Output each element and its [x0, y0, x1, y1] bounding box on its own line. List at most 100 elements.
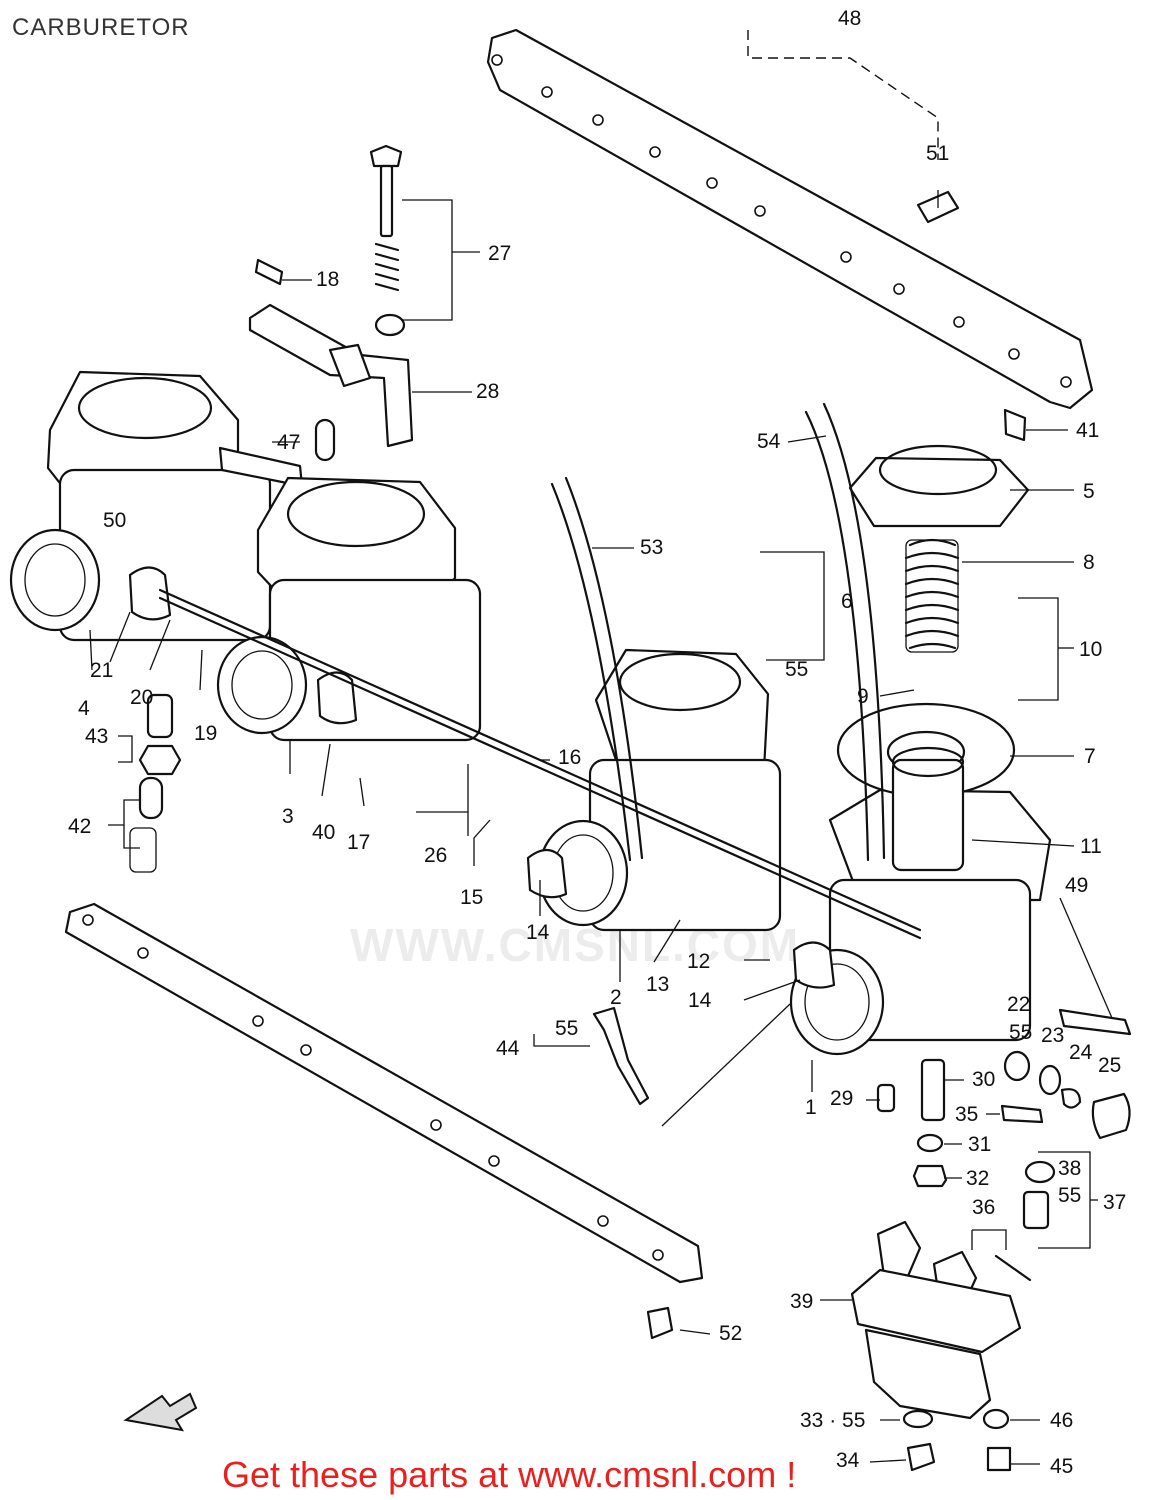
callout-55-d: 55 — [1058, 1184, 1082, 1207]
callout-27: 27 — [488, 242, 512, 265]
callout-20: 20 — [130, 686, 154, 709]
callout-46: 46 — [1050, 1409, 1074, 1432]
callout-50: 50 — [103, 509, 127, 532]
callout-14-a: 14 — [526, 921, 550, 944]
callout-47: 47 — [277, 431, 301, 454]
callout-55-b: 55 — [1009, 1021, 1033, 1044]
valve-37 — [1022, 1190, 1050, 1230]
callout-30: 30 — [972, 1068, 996, 1091]
callout-16: 16 — [558, 746, 582, 769]
callout-14-b: 14 — [688, 989, 712, 1012]
callout-44: 44 — [496, 1037, 520, 1060]
callout-40: 40 — [312, 821, 336, 844]
callout-12: 12 — [687, 950, 711, 973]
callout-15: 15 — [460, 886, 484, 909]
callout-48: 48 — [838, 7, 862, 30]
carburetor-body-3 — [216, 476, 482, 742]
nut-32 — [912, 1164, 948, 1188]
callout-23: 23 — [1041, 1024, 1065, 1047]
vent-hose-53 — [550, 482, 632, 862]
callout-17: 17 — [347, 831, 371, 854]
get-parts-link[interactable]: Get these parts at www.cmsnl.com ! — [222, 1454, 797, 1495]
callout-33-55: 33 · 55 — [800, 1409, 866, 1432]
callout-24: 24 — [1069, 1041, 1093, 1064]
screw-49 — [1058, 1008, 1132, 1036]
fwd-arrow — [123, 1392, 198, 1432]
jet-30 — [920, 1058, 946, 1122]
throttle-cable-bracket — [248, 303, 414, 448]
washer-23 — [1038, 1064, 1062, 1096]
pin-47 — [314, 418, 336, 462]
callout-9: 9 — [857, 685, 869, 708]
callout-28: 28 — [476, 380, 500, 403]
callout-22: 22 — [1007, 993, 1031, 1016]
float-bowl-gasket — [850, 1268, 1022, 1354]
callout-49: 49 — [1065, 874, 1089, 897]
callout-5: 5 — [1083, 480, 1095, 503]
callout-41: 41 — [1076, 419, 1100, 442]
carburetor-body-4 — [9, 370, 304, 642]
vent-hose-54 — [804, 410, 870, 862]
callout-31: 31 — [968, 1133, 992, 1156]
callout-43: 43 — [85, 725, 109, 748]
spring — [904, 538, 960, 650]
callout-52: 52 — [719, 1322, 743, 1345]
callout-1: 1 — [805, 1096, 817, 1119]
lower-bracket-plate — [64, 902, 704, 1284]
callout-53: 53 — [640, 536, 664, 559]
callout-7: 7 — [1084, 745, 1096, 768]
callout-18: 18 — [316, 268, 340, 291]
callout-42: 42 — [68, 815, 92, 838]
callout-34: 34 — [836, 1449, 860, 1472]
nut-43 — [138, 744, 182, 776]
callout-38: 38 — [1058, 1157, 1082, 1180]
top-cap — [848, 456, 1030, 528]
callout-10: 10 — [1079, 638, 1103, 661]
washer-55b — [1003, 1050, 1031, 1082]
washer-31 — [916, 1133, 944, 1153]
spring-43 — [146, 693, 174, 739]
callout-51: 51 — [926, 142, 950, 165]
screw-45 — [986, 1446, 1012, 1472]
screw-18 — [254, 258, 284, 286]
callout-4: 4 — [78, 697, 90, 720]
callout-25: 25 — [1098, 1054, 1122, 1077]
callout-3: 3 — [282, 805, 294, 828]
washer-46 — [982, 1408, 1010, 1430]
callout-55-a: 55 — [785, 658, 809, 681]
carburetor-body-2 — [526, 648, 782, 932]
page-title: CARBURETOR — [12, 14, 190, 41]
callout-8: 8 — [1083, 551, 1095, 574]
callout-54: 54 — [757, 430, 781, 453]
float — [876, 1220, 922, 1278]
clip-24 — [1060, 1088, 1082, 1109]
jet-44 — [592, 1006, 650, 1106]
callout-13: 13 — [646, 973, 670, 996]
upper-bracket-plate — [486, 28, 1094, 410]
pin-42 — [138, 776, 164, 820]
float-bowl — [864, 1328, 992, 1420]
callout-39: 39 — [790, 1290, 814, 1313]
callout-2: 2 — [610, 986, 622, 1009]
callout-37: 37 — [1103, 1191, 1127, 1214]
screw-52 — [646, 1306, 674, 1340]
oring-38 — [1024, 1160, 1056, 1184]
callout-29: 29 — [830, 1087, 854, 1110]
callout-45: 45 — [1050, 1455, 1074, 1478]
plate-35 — [1000, 1104, 1044, 1124]
callout-19: 19 — [194, 722, 218, 745]
callout-35: 35 — [955, 1103, 979, 1126]
callout-55-c: 55 — [555, 1017, 579, 1040]
screw-41 — [1003, 408, 1027, 442]
piston — [891, 758, 965, 872]
callout-21: 21 — [90, 659, 114, 682]
screw-34 — [906, 1442, 936, 1472]
callout-36: 36 — [972, 1196, 996, 1219]
jet-29 — [876, 1083, 896, 1113]
cap-25 — [1091, 1092, 1131, 1140]
callout-6: 6 — [841, 590, 853, 613]
washer-33 — [902, 1409, 934, 1429]
callout-26: 26 — [424, 844, 448, 867]
